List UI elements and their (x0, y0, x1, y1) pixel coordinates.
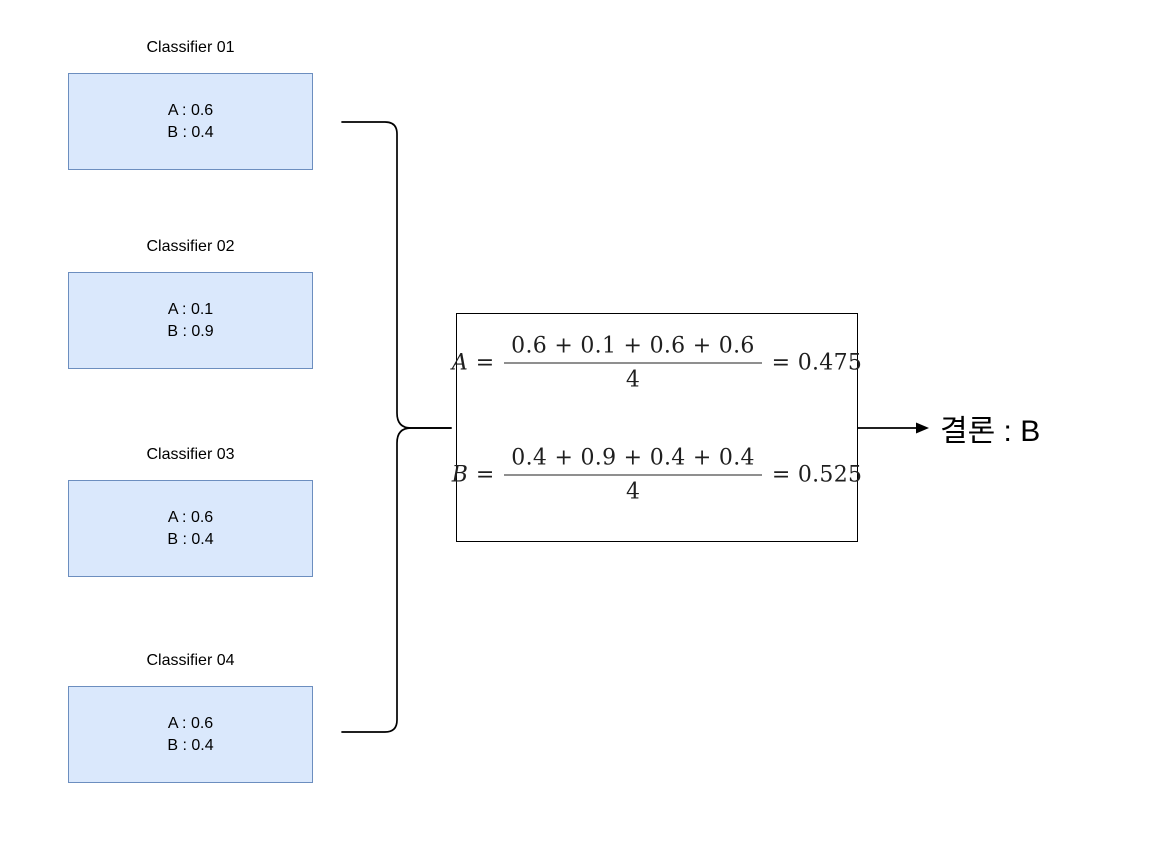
formula-a-numerator: 0.6 + 0.1 + 0.6 + 0.6 (511, 333, 755, 359)
classifier-01-prob-b: B : 0.4 (167, 123, 214, 141)
classifier-02-title: Classifier 02 (146, 238, 235, 255)
formula-a-variable: A (451, 350, 468, 376)
formula-b-fraction: 0.4 + 0.9 + 0.4 + 0.4 4 (504, 446, 762, 505)
conclusion-label: 결론 : B (940, 415, 1041, 448)
formula-b-numerator: 0.4 + 0.9 + 0.4 + 0.4 (511, 445, 755, 471)
formula-a-result: = 0.475 (771, 350, 863, 376)
classifier-02-prob-b: B : 0.9 (167, 322, 214, 340)
classifier-03-prob-b: B : 0.4 (167, 530, 214, 548)
classifier-03-group: Classifier 03 A : 0.6 B : 0.4 (68, 445, 313, 577)
classifier-01-title: Classifier 01 (146, 39, 235, 56)
classifier-03-box: A : 0.6 B : 0.4 (68, 480, 313, 577)
classifier-01-prob-a: A : 0.6 (167, 101, 214, 119)
classifier-04-prob-b: B : 0.4 (167, 736, 214, 754)
formula-a-equals: = (475, 350, 495, 376)
formula-b-denominator: 4 (504, 474, 762, 505)
classifier-02-box: A : 0.1 B : 0.9 (68, 272, 313, 369)
formula-b-result: = 0.525 (771, 462, 863, 488)
classifier-04-group: Classifier 04 A : 0.6 B : 0.4 (68, 651, 313, 783)
classifier-02-group: Classifier 02 A : 0.1 B : 0.9 (68, 237, 313, 369)
brace-upper-path (341, 121, 452, 429)
conclusion-arrowhead-icon (916, 422, 929, 434)
classifier-03-prob-a: A : 0.6 (167, 508, 214, 526)
formula-b-equals: = (475, 462, 495, 488)
classifier-04-prob-a: A : 0.6 (167, 714, 214, 732)
classifier-01-group: Classifier 01 A : 0.6 B : 0.4 (68, 38, 313, 170)
formula-a: A = 0.6 + 0.1 + 0.6 + 0.6 4 = 0.475 (452, 334, 862, 393)
average-formula-box: A = 0.6 + 0.1 + 0.6 + 0.6 4 = 0.475 B = … (452, 313, 862, 542)
classifier-04-box: A : 0.6 B : 0.4 (68, 686, 313, 783)
brace-lower-path (341, 427, 452, 733)
classifier-03-title: Classifier 03 (146, 446, 235, 463)
classifier-04-title: Classifier 04 (146, 652, 235, 669)
formula-a-fraction: 0.6 + 0.1 + 0.6 + 0.6 4 (504, 334, 762, 393)
formula-b: B = 0.4 + 0.9 + 0.4 + 0.4 4 = 0.525 (452, 446, 862, 505)
classifier-02-prob-a: A : 0.1 (167, 300, 214, 318)
formula-b-variable: B (451, 462, 468, 488)
formula-a-denominator: 4 (504, 362, 762, 393)
classifier-01-box: A : 0.6 B : 0.4 (68, 73, 313, 170)
